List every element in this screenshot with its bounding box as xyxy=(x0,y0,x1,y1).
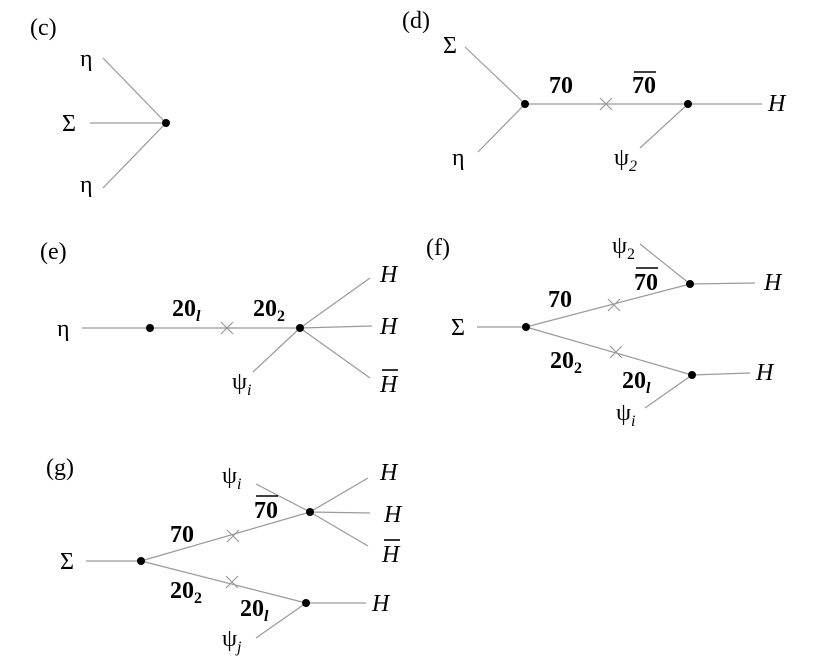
label-e-Hbar: H xyxy=(379,369,399,398)
label-f-70bar: 70 xyxy=(634,267,658,296)
edge-f-psi-top xyxy=(639,243,691,285)
vertex-e-right xyxy=(296,324,304,332)
edge-f-H-bottom xyxy=(691,372,751,376)
label-g-H-2: H xyxy=(383,502,403,528)
edge-c-eta-top xyxy=(102,57,167,124)
label-d-psi: ψ2 xyxy=(614,145,637,175)
mass-insertion-f-bottom xyxy=(609,345,623,359)
label-d-70bar: 70 xyxy=(632,71,656,99)
label-f-psi-top: ψ2 xyxy=(612,233,635,263)
edge-d-eta xyxy=(477,103,526,153)
label-g-Hbar: H xyxy=(381,539,401,568)
panel-label-f: (f) xyxy=(426,235,450,261)
label-g-psi-j: ψj xyxy=(222,626,242,656)
label-g-sigma: Σ xyxy=(60,549,74,575)
diagram-e: (e) η 20l 202 H H H ψi xyxy=(40,239,399,399)
diagram-f: (f) Σ ψ2 70 70 H 202 20l H ψi xyxy=(426,233,783,430)
label-g-H-bottom: H xyxy=(371,591,391,617)
edge-g-psi-i xyxy=(255,483,311,513)
label-e-H-top: H xyxy=(379,262,399,288)
vertex-g-top xyxy=(306,508,314,516)
label-g-H-1: H xyxy=(379,460,399,486)
panel-label-d: (d) xyxy=(402,8,430,34)
label-g-20l: 20l xyxy=(240,596,269,625)
edge-c-eta-bottom xyxy=(102,122,167,189)
label-f-H-bottom: H xyxy=(755,360,775,386)
mass-insertion-e xyxy=(220,321,234,335)
svg-text:70: 70 xyxy=(632,73,656,99)
label-e-psi: ψi xyxy=(232,369,251,399)
vertex-g-bottom xyxy=(302,599,310,607)
edge-d-psi xyxy=(639,103,689,149)
label-c-eta-top: η xyxy=(80,46,93,72)
label-f-sigma: Σ xyxy=(451,315,465,341)
label-e-202: 202 xyxy=(253,296,285,325)
mass-insertion-g-bottom xyxy=(225,575,239,589)
label-e-eta: η xyxy=(57,316,70,342)
label-g-70bar: 70 xyxy=(254,495,278,524)
edge-g-20 xyxy=(140,560,307,604)
label-e-H-mid: H xyxy=(379,314,399,340)
edge-f-20 xyxy=(525,326,693,376)
svg-text:70: 70 xyxy=(254,498,278,524)
edge-d-sigma xyxy=(464,46,526,105)
panel-label-g: (g) xyxy=(46,455,74,481)
label-c-sigma: Σ xyxy=(62,111,76,137)
label-g-202: 202 xyxy=(170,578,202,607)
label-c-eta-bottom: η xyxy=(80,172,93,198)
svg-text:H: H xyxy=(381,542,401,568)
edge-f-psi-bottom xyxy=(644,374,693,409)
mass-insertion-g-top xyxy=(226,529,240,543)
vertex-d-left xyxy=(521,100,529,108)
label-d-H: H xyxy=(767,91,787,117)
edge-e-Hbar xyxy=(299,327,371,379)
vertex-e-left xyxy=(146,324,154,332)
diagram-g: (g) Σ ψi H 70 70 H H 2 xyxy=(46,455,403,656)
edge-g-70 xyxy=(140,511,311,562)
mass-insertion-d xyxy=(599,97,613,111)
label-d-eta: η xyxy=(452,145,465,171)
label-f-70: 70 xyxy=(548,287,572,313)
vertex-c xyxy=(162,119,170,127)
vertex-d-right xyxy=(684,100,692,108)
vertex-f-left xyxy=(522,323,530,331)
edge-f-70 xyxy=(525,283,691,328)
edge-e-psi xyxy=(252,327,301,373)
label-f-20l: 20l xyxy=(622,368,651,397)
mass-insertion-f-top xyxy=(607,298,621,312)
label-f-psi-bottom: ψi xyxy=(616,400,635,430)
svg-text:70: 70 xyxy=(634,270,658,296)
vertex-f-top xyxy=(686,280,694,288)
edge-e-H-top xyxy=(299,277,371,329)
edge-f-H-top xyxy=(689,282,756,285)
vertex-f-bottom xyxy=(688,371,696,379)
edge-g-H-2 xyxy=(309,511,371,514)
edge-g-psi-j xyxy=(255,602,307,639)
edge-g-Hbar xyxy=(309,511,369,547)
label-e-20l: 20l xyxy=(172,296,201,325)
panel-label-c: (c) xyxy=(30,15,57,41)
label-g-psi-i: ψi xyxy=(222,463,241,493)
diagram-c: (c) η Σ η xyxy=(30,15,170,198)
edge-e-H-mid xyxy=(299,325,373,329)
label-d-70: 70 xyxy=(549,73,573,99)
diagram-d: (d) Σ η 70 70 H ψ2 xyxy=(402,8,787,175)
svg-text:H: H xyxy=(379,372,399,398)
edge-g-H-1 xyxy=(309,477,369,513)
label-f-H-top: H xyxy=(763,270,783,296)
label-f-202: 202 xyxy=(550,348,582,377)
vertex-g-left xyxy=(137,557,145,565)
panel-label-e: (e) xyxy=(40,239,67,265)
label-g-70: 70 xyxy=(170,522,194,548)
label-d-sigma: Σ xyxy=(443,33,457,59)
